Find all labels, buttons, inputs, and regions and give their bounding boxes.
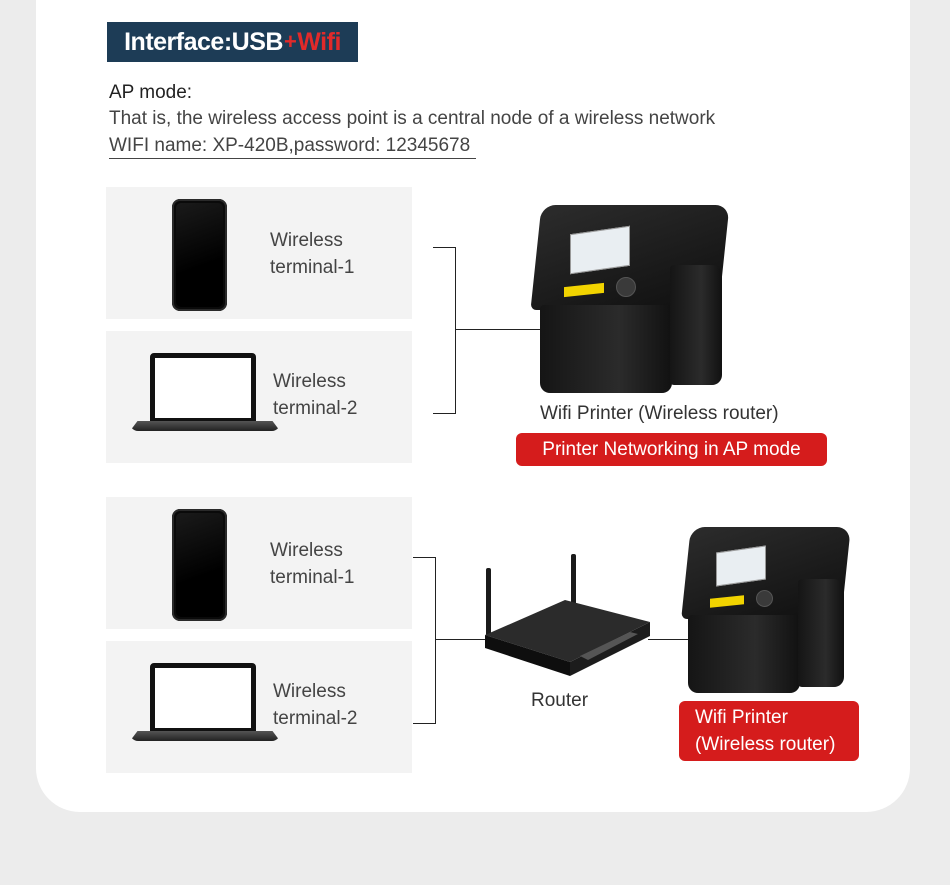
- printer-icon: [530, 205, 730, 395]
- terminal-panel-phone: Wireless terminal-1: [106, 187, 412, 319]
- smartphone-icon: [172, 199, 227, 311]
- ap-mode-heading: AP mode:: [109, 82, 192, 104]
- terminal-label: Wireless terminal-1: [270, 227, 354, 281]
- terminal-label-line1: Wireless: [273, 368, 357, 395]
- wifi-printer-tag: Wifi Printer (Wireless router): [679, 701, 859, 761]
- terminal-label-line2: terminal-2: [273, 395, 357, 422]
- terminal-label-line2: terminal-1: [270, 254, 354, 281]
- terminal-label-line2: terminal-1: [270, 564, 354, 591]
- banner-plus: +: [284, 29, 296, 55]
- wifi-printer-tag-line2: (Wireless router): [695, 731, 835, 758]
- wifi-credentials: WIFI name: XP-420B,password: 12345678: [109, 135, 476, 159]
- printer-caption: Wifi Printer (Wireless router): [540, 403, 779, 425]
- terminal-label-line1: Wireless: [270, 227, 354, 254]
- terminal-label: Wireless terminal-1: [270, 537, 354, 591]
- terminal-label: Wireless terminal-2: [273, 678, 357, 732]
- interface-banner: Interface:USB+Wifi: [107, 22, 358, 62]
- terminal-panel-phone: Wireless terminal-1: [106, 497, 412, 629]
- banner-suffix: Wifi: [297, 28, 341, 57]
- terminal-label-line2: terminal-2: [273, 705, 357, 732]
- smartphone-icon: [172, 509, 227, 621]
- ap-mode-tag: Printer Networking in AP mode: [516, 433, 827, 466]
- connector-bracket: [413, 557, 436, 724]
- terminal-label-line1: Wireless: [273, 678, 357, 705]
- banner-prefix: Interface:USB: [124, 28, 283, 57]
- ap-mode-description: That is, the wireless access point is a …: [109, 108, 715, 130]
- connector-bracket: [433, 247, 456, 414]
- printer-icon: [680, 527, 850, 695]
- wifi-printer-tag-line1: Wifi Printer: [695, 704, 788, 731]
- laptop-icon: [130, 663, 280, 751]
- connector-line: [455, 329, 540, 330]
- terminal-panel-laptop: Wireless terminal-2: [106, 641, 412, 773]
- laptop-icon: [130, 353, 280, 441]
- router-icon: [470, 550, 660, 690]
- terminal-panel-laptop: Wireless terminal-2: [106, 331, 412, 463]
- terminal-label-line1: Wireless: [270, 537, 354, 564]
- router-caption: Router: [531, 690, 588, 712]
- terminal-label: Wireless terminal-2: [273, 368, 357, 422]
